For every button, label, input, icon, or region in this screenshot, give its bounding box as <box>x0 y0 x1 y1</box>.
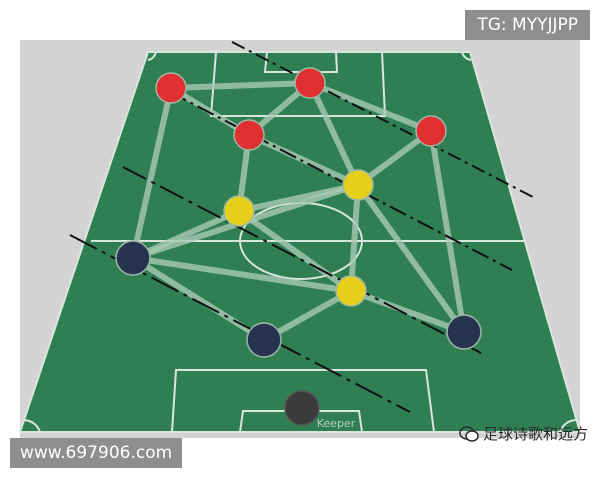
link-mid-upper-right-mid-lower <box>348 182 361 294</box>
corner-arc-top-right <box>461 51 472 61</box>
player-fwd-mid <box>233 119 265 151</box>
player-keeper <box>284 390 320 426</box>
link-def-left-mid-lower <box>130 255 354 294</box>
link-fwd-left-fwd-center <box>168 80 313 91</box>
link-mid-lower-def-right <box>348 288 467 335</box>
link-mid-left-def-left <box>130 208 242 261</box>
link-fwd-right-def-right <box>428 128 467 335</box>
pressing-line-1 <box>231 41 534 198</box>
link-mid-left-mid-lower <box>236 208 354 294</box>
wechat-credit-text: 足球诗歌和远方 <box>482 425 588 443</box>
player-fwd-right <box>415 115 447 147</box>
players <box>115 67 482 426</box>
watermark-bottom: www.697906.com <box>10 438 183 468</box>
pressing-line-3 <box>122 166 482 354</box>
link-mid-upper-right-def-right <box>355 182 467 335</box>
link-fwd-center-mid-upper-right <box>307 80 361 188</box>
wechat-icon <box>459 425 479 442</box>
player-fwd-center <box>294 67 326 99</box>
pressing-line-2 <box>169 91 513 271</box>
link-fwd-center-fwd-right <box>307 80 434 134</box>
corner-arc-top-left <box>147 51 157 61</box>
pitch-markings <box>18 51 582 433</box>
player-mid-upper-right <box>342 169 374 201</box>
player-fwd-left <box>155 72 187 104</box>
link-fwd-left-def-left <box>130 85 174 261</box>
keeper-label: Keeper <box>317 417 356 430</box>
player-mid-lower <box>335 275 367 307</box>
link-def-left-def-center <box>130 255 267 343</box>
player-def-right <box>446 314 482 350</box>
corner-arc-bottom-left <box>23 419 41 433</box>
pitch-outline <box>18 51 582 433</box>
player-def-center <box>246 322 282 358</box>
corner-arc-bottom-right <box>559 419 577 433</box>
bottom-penalty-box <box>171 369 435 433</box>
wechat-credit: 足球诗歌和远方 <box>459 423 588 444</box>
player-mid-left <box>223 195 255 227</box>
player-def-left <box>115 240 151 276</box>
watermark-top: TG: MYYJJPP <box>465 10 590 40</box>
